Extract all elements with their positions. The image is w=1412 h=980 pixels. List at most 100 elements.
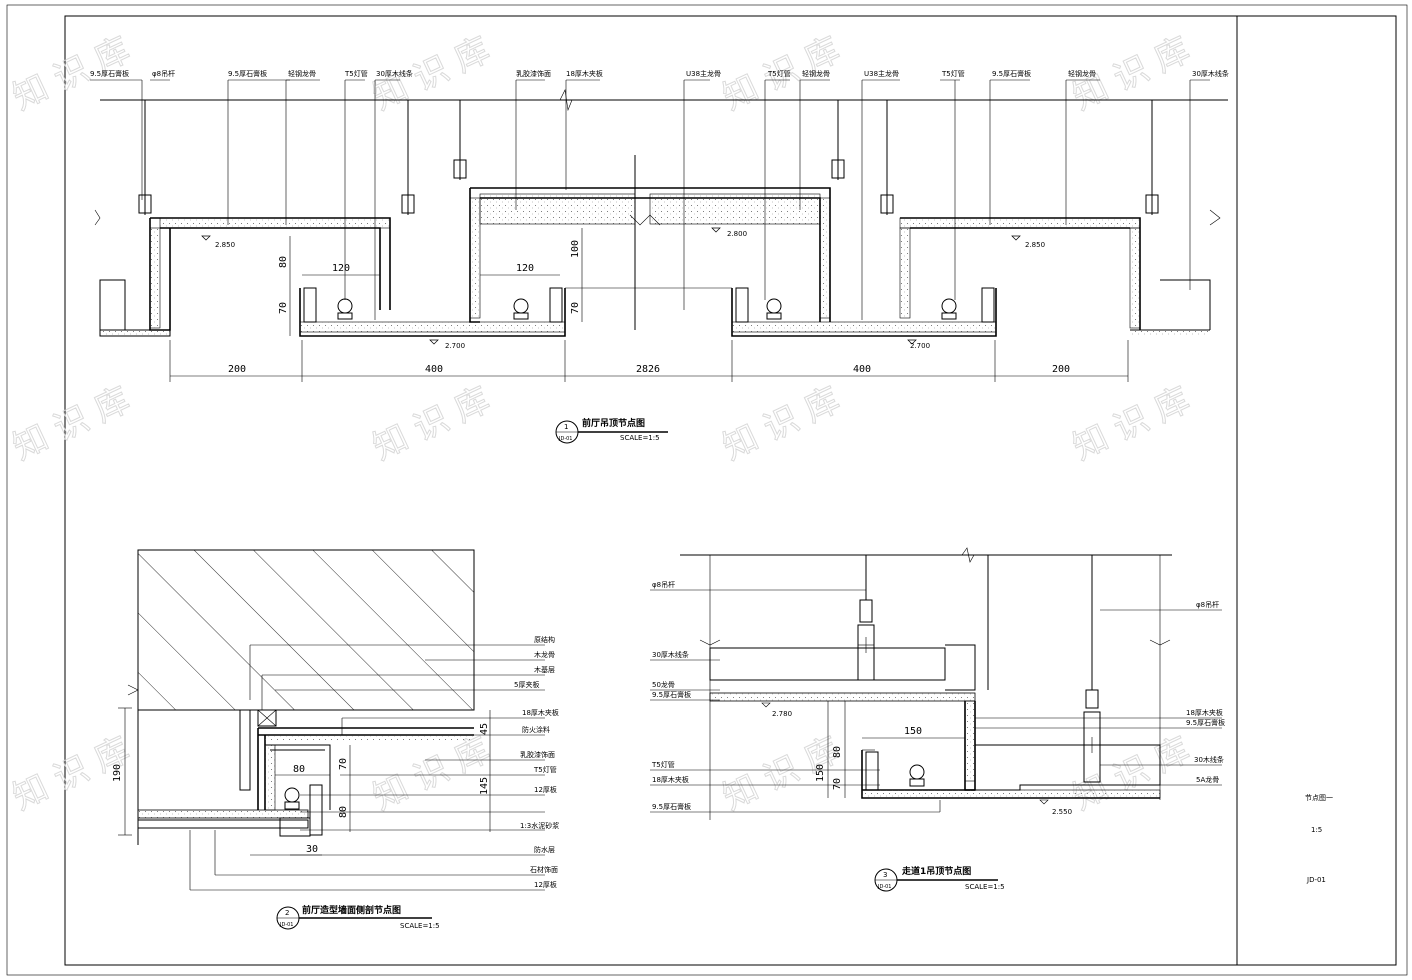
detail-3-corridor-ceiling: 150 80 150 70 2.780 2.550 φ8吊杆 30厚木线条 50… <box>650 547 1225 892</box>
label: 30厚木线条 <box>376 69 413 78</box>
label: 木龙骨 <box>534 650 555 659</box>
label: 5A龙骨 <box>1196 775 1219 784</box>
dim-text: 150 <box>904 726 922 737</box>
dim-text: 80 <box>832 746 843 758</box>
detail-2-title: 前厅造型墙面侧剖节点图 <box>302 904 401 916</box>
label: 50龙骨 <box>652 680 675 689</box>
dim-text: 45 <box>479 723 490 735</box>
label: 轻钢龙骨 <box>802 69 830 78</box>
label: 9.5厚石膏板 <box>652 690 691 699</box>
label: φ8吊杆 <box>652 580 675 589</box>
label: T5灯管 <box>941 69 965 78</box>
dim-text: 150 <box>815 764 826 782</box>
label: T5灯管 <box>533 765 557 774</box>
dim-text: 400 <box>425 364 443 375</box>
inner-border <box>64 15 1397 966</box>
structure-hatch <box>137 549 475 711</box>
label: 轻钢龙骨 <box>288 69 316 78</box>
label: 防火涂料 <box>522 725 550 734</box>
dim-text: 200 <box>1052 364 1070 375</box>
detail-3-title: 走道1吊顶节点图 <box>901 865 971 877</box>
label: 防水层 <box>534 845 555 854</box>
watermark: 知 识 库 <box>717 730 846 818</box>
dim-text: 190 <box>112 764 123 782</box>
title-block-sheet-no: JD-01 <box>1306 876 1326 884</box>
label: 9.5厚石膏板 <box>652 802 691 811</box>
dim-text: 120 <box>516 263 534 274</box>
dim-text: 30 <box>306 844 318 855</box>
watermark: 知 识 库 <box>717 380 846 468</box>
detail-3-scale: SCALE=1:5 <box>965 883 1005 891</box>
title-block-label: 节点图一 <box>1305 794 1333 802</box>
label: 18厚木夹板 <box>566 69 603 78</box>
hanger-clips <box>138 159 1159 214</box>
lamp-symbols <box>337 298 957 320</box>
label: 原结构 <box>534 635 555 644</box>
label: 9.5厚石膏板 <box>1186 718 1225 727</box>
detail-number: 3 <box>883 871 887 879</box>
level-text: 2.800 <box>727 230 747 238</box>
detail-2-scale: SCALE=1:5 <box>400 922 440 930</box>
label: 30厚木线条 <box>652 650 689 659</box>
dim-text: 120 <box>332 263 350 274</box>
label: 乳胶漆饰面 <box>520 750 555 759</box>
label: U38主龙骨 <box>864 69 899 78</box>
detail-number: 2 <box>285 909 289 917</box>
label: 12厚板 <box>534 785 557 794</box>
dim-text: 400 <box>853 364 871 375</box>
detail-1-title: 前厅吊顶节点图 <box>582 417 645 429</box>
level-text: 2.550 <box>1052 808 1072 816</box>
label: U38主龙骨 <box>686 69 721 78</box>
leader-lines <box>90 79 1210 320</box>
watermark: 知 识 库 <box>7 380 136 468</box>
label: 9.5厚石膏板 <box>228 69 267 78</box>
detail-ref: JD-01 <box>279 922 294 928</box>
label: 30厚木线条 <box>1192 69 1229 78</box>
dim-text: 70 <box>832 778 843 790</box>
dim-text: 70 <box>570 302 581 314</box>
title-block-scale: 1:5 <box>1311 826 1322 834</box>
dimension-lines <box>169 228 1129 382</box>
watermark: 知 识 库 <box>367 730 496 818</box>
level-text: 2.700 <box>910 342 930 350</box>
dim-text: 70 <box>278 302 289 314</box>
dim-text: 80 <box>278 256 289 268</box>
level-text: 2.850 <box>215 241 235 249</box>
watermark: 知 识 库 <box>1067 730 1196 818</box>
detail-ref: JD-01 <box>877 884 892 890</box>
label: 1:3水泥砂浆 <box>520 821 559 830</box>
watermark: 知 识 库 <box>1067 380 1196 468</box>
label: 9.5厚石膏板 <box>992 69 1031 78</box>
label: 木基层 <box>534 665 555 674</box>
label: 18厚木夹板 <box>652 775 689 784</box>
detail-1-scale: SCALE=1:5 <box>620 434 660 442</box>
detail-number: 1 <box>564 423 568 431</box>
label: 18厚木夹板 <box>522 708 559 717</box>
label: φ8吊杆 <box>1196 600 1219 609</box>
detail-ref: JD-01 <box>558 436 573 442</box>
label: 30木线条 <box>1194 755 1224 764</box>
label: 12厚板 <box>534 880 557 889</box>
watermark: 知 识 库 <box>367 380 496 468</box>
dim-text: 2826 <box>636 364 660 375</box>
level-text: 2.700 <box>445 342 465 350</box>
detail-1-ceiling-section: 200 400 2826 400 200 120 120 80 70 100 7… <box>90 69 1229 444</box>
label: 石材饰面 <box>530 865 558 874</box>
dim-text: 80 <box>293 764 305 775</box>
dim-text: 100 <box>570 240 581 258</box>
label: 乳胶漆饰面 <box>516 69 551 78</box>
detail-2-wall-section: 190 45 70 145 80 80 30 原 <box>112 549 559 930</box>
dim-text: 145 <box>479 777 490 795</box>
dim-text: 70 <box>338 758 349 770</box>
level-text: 2.850 <box>1025 241 1045 249</box>
outer-border <box>6 4 1408 976</box>
label: T5灯管 <box>767 69 791 78</box>
dim-text: 200 <box>228 364 246 375</box>
label: T5灯管 <box>651 760 675 769</box>
label: 轻钢龙骨 <box>1068 69 1096 78</box>
hanger-rods <box>144 100 1153 330</box>
label: 5厚夹板 <box>514 680 539 689</box>
level-text: 2.780 <box>772 710 792 718</box>
label: φ8吊杆 <box>152 69 175 78</box>
